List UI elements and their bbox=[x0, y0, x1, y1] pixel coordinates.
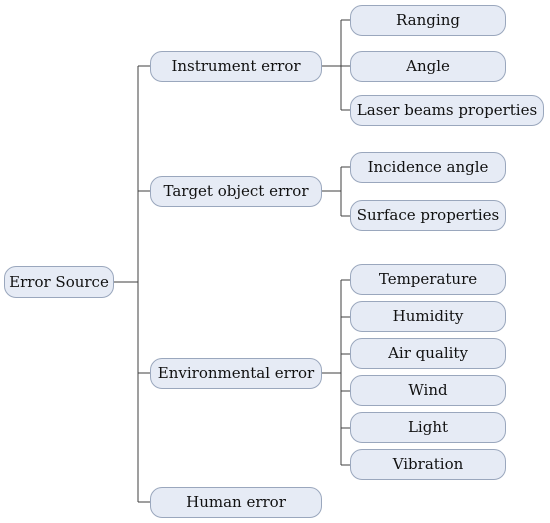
category-label-target-object-error: Target object error bbox=[163, 182, 309, 200]
leaf-node-incidence-angle: Incidence angle bbox=[350, 152, 506, 183]
leaf-label-light: Light bbox=[407, 418, 449, 436]
leaf-label-ranging: Ranging bbox=[396, 11, 460, 29]
leaf-label-wind: Wind bbox=[408, 381, 448, 399]
leaf-node-laser-beams-properties: Laser beams properties bbox=[350, 95, 544, 126]
leaf-label-vibration: Vibration bbox=[392, 455, 464, 473]
leaf-node-wind: Wind bbox=[350, 375, 506, 406]
root-node-label: Error Source bbox=[9, 272, 109, 291]
leaf-label-air-quality: Air quality bbox=[388, 344, 468, 362]
connector-target-branch bbox=[322, 166, 350, 217]
connector-instrument-branch bbox=[322, 19, 350, 111]
category-node-instrument-error: Instrument error bbox=[150, 51, 322, 82]
leaf-node-vibration: Vibration bbox=[350, 449, 506, 480]
category-node-target-object-error: Target object error bbox=[150, 176, 322, 207]
leaf-label-humidity: Humidity bbox=[392, 307, 464, 325]
leaf-label-surface-properties: Surface properties bbox=[356, 206, 500, 224]
leaf-node-ranging: Ranging bbox=[350, 5, 506, 36]
category-node-environmental-error: Environmental error bbox=[150, 358, 322, 389]
leaf-label-angle: Angle bbox=[406, 57, 450, 75]
leaf-node-surface-properties: Surface properties bbox=[350, 200, 506, 231]
leaf-node-temperature: Temperature bbox=[350, 264, 506, 295]
category-label-instrument-error: Instrument error bbox=[171, 57, 301, 75]
category-node-human-error: Human error bbox=[150, 487, 322, 518]
category-label-environmental-error: Environmental error bbox=[157, 364, 315, 382]
category-label-human-error: Human error bbox=[186, 493, 286, 511]
leaf-label-laser-beams-properties: Laser beams properties bbox=[356, 101, 538, 119]
connector-root-to-categories bbox=[114, 65, 150, 503]
connector-environmental-branch bbox=[322, 279, 350, 466]
leaf-node-light: Light bbox=[350, 412, 506, 443]
leaf-node-angle: Angle bbox=[350, 51, 506, 82]
leaf-label-temperature: Temperature bbox=[378, 270, 478, 288]
leaf-label-incidence-angle: Incidence angle bbox=[367, 158, 489, 176]
leaf-node-air-quality: Air quality bbox=[350, 338, 506, 369]
leaf-node-humidity: Humidity bbox=[350, 301, 506, 332]
root-node: Error Source bbox=[4, 266, 114, 298]
